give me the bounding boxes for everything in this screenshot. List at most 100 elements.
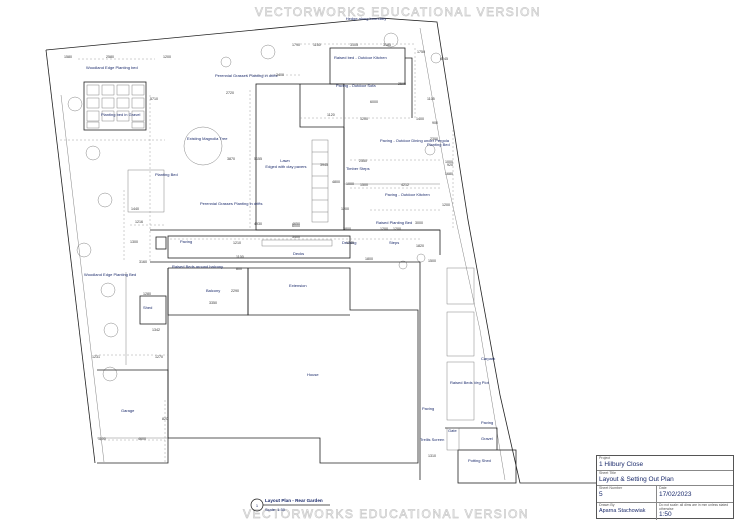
dim-value: 820 (162, 417, 168, 421)
dim-value: 4650 (292, 222, 300, 226)
scale-note: Do not scale: all dims are in mm unless … (659, 503, 729, 511)
label-raised-bed-ne: Raised bed - Outdoor Kitchen (334, 55, 387, 60)
dim-value: 3870 (227, 157, 235, 161)
project-caption: Project (599, 456, 611, 460)
label-paving-right: Paving (422, 406, 434, 411)
label-potting-shed: Potting Shed (468, 458, 491, 463)
dim-value: 1000 (346, 182, 354, 186)
label-house: House (307, 372, 319, 377)
dim-value: 1000 (445, 160, 453, 164)
dim-value: 1500 (360, 183, 368, 187)
dim-value: 3350 (209, 301, 217, 305)
scale-value: 1:50 (659, 511, 672, 518)
dim-value: 1105 (427, 97, 435, 101)
boundary-inner-east (419, 27, 506, 481)
label-perennial-grasses-mid: Perennial Grasses Planting in drifts (200, 201, 262, 206)
dim-value: 6000 (292, 224, 300, 228)
dim-value: 5710 (150, 97, 158, 101)
dim-value: 1800 (365, 257, 373, 261)
dim-value: 1120 (327, 113, 335, 117)
dim-value: 6000 (370, 100, 378, 104)
sheet-title-caption: Sheet Title (599, 471, 616, 475)
title-block-sheet-title-row: Sheet Title Layout & Setting Out Plan (597, 471, 733, 486)
dim-value: 1216 (135, 220, 143, 224)
dim-value: 6245 (440, 57, 448, 61)
label-woodland-edge-mid: Woodland Edge Planting Bed (84, 272, 136, 277)
dim-value: 1750 (417, 50, 425, 54)
dim-value: 4930 (254, 222, 262, 226)
drawn-by: Aparna Stachowiak (599, 508, 646, 514)
dim-value: 1200 (163, 55, 171, 59)
label-shed: Shed (143, 305, 152, 310)
label-perennial-grasses-top: Perennial Grasses Planting in drifts (215, 73, 277, 78)
label-paving: Paving (180, 239, 192, 244)
dim-value: 800 (236, 267, 242, 271)
dim-value: 3800 (343, 227, 351, 231)
dim-value: 2720 (226, 91, 234, 95)
dim-value: 1200 (360, 117, 368, 121)
boundary-west (45, 49, 96, 464)
dim-value: 1200 (380, 227, 388, 231)
drawing-title: 1 Layout Plan - Rear Garden Scale: 1:50 (250, 498, 330, 512)
dim-value: 3400 (276, 73, 284, 77)
label-timber-steps: Timber Steps (346, 166, 370, 171)
label-lawn: Lawn (280, 158, 290, 163)
boundary-inner-west (60, 94, 105, 463)
dim-value: 1790 (292, 43, 300, 47)
label-existing-magnolia: Existing Magnolia Tree (187, 136, 228, 141)
label-raised-beds-around: Raised Beds around balcony (172, 264, 223, 269)
dim-value: 1300 (130, 240, 138, 244)
gravel-bed-grid (83, 81, 147, 131)
project-name: 1 Hilbury Close (599, 461, 644, 468)
dim-value: 4800 (332, 180, 340, 184)
label-planting-bed-nw: Planting bed in Gravel (101, 112, 140, 117)
drawing-number: 1 (256, 503, 259, 508)
veg-plot-bed (446, 361, 475, 421)
date-caption: Date (659, 486, 667, 490)
dim-value: 1820 (416, 244, 424, 248)
garage-outline (97, 369, 169, 464)
sheet-number-caption: Sheet Number (599, 486, 623, 490)
dim-value: 3105 (350, 43, 358, 47)
label-planting-bed-left: Planting Bed (155, 172, 178, 177)
dim-value: 2580 (106, 55, 114, 59)
dim-value: 3400 (292, 235, 300, 239)
drawing-scale: Scale: 1:50 (265, 507, 286, 512)
title-block: Project 1 Hilbury Close Sheet Title Layo… (596, 455, 734, 520)
drawn-by-caption: Drawn By (599, 503, 615, 507)
title-block-author-row: Drawn By Aparna Stachowiak Do not scale:… (597, 503, 733, 520)
watermark-bottom: VECTORWORKS EDUCATIONAL VERSION (243, 507, 529, 521)
dim-value: 5155 (254, 157, 262, 161)
label-carpark: Carpark (481, 356, 495, 361)
label-lawn-sub: Edged with clay pavers (265, 164, 306, 169)
date-value: 17/02/2023 (659, 491, 692, 498)
dim-value: 3000 (415, 221, 423, 225)
dim-value: 1342 (152, 328, 160, 332)
dimension-values: 1580 2580 1200 5710 1790 1150 3105 3185 … (64, 43, 453, 458)
sheet-number: 5 (599, 491, 603, 498)
label-raised-planting-bed: Raised Planting Bed (376, 220, 412, 225)
dim-value: 1440 (131, 207, 139, 211)
trees (67, 32, 442, 382)
label-paving-bottom: Paving (481, 420, 493, 425)
label-raised-beds-veg: Raised Beds Veg Plot (450, 380, 490, 385)
dim-value: 1270 (155, 355, 163, 359)
label-paving-dining: Paving - Outdoor Dining under Pergola (380, 138, 450, 143)
magnolia-tree-icon (183, 126, 223, 166)
dim-value: 1100 (98, 437, 106, 441)
dim-value: 3160 (139, 260, 147, 264)
dimension-lines (60, 43, 454, 463)
label-paving-kitchen: Paving - Outdoor Kitchen (385, 192, 430, 197)
garden-layout (97, 47, 517, 484)
label-extension: Extension (289, 283, 307, 288)
dim-value: 3185 (383, 43, 391, 47)
dim-value: 1100 (236, 255, 244, 259)
dim-value: 2290 (231, 289, 239, 293)
dim-value: 2595 (398, 82, 406, 86)
dim-value: 1580 (64, 55, 72, 59)
sheet-title: Layout & Setting Out Plan (599, 476, 674, 483)
label-hedge: Hedge along boundary (346, 16, 386, 21)
house-outline (167, 267, 419, 464)
title-block-number-date-row: Sheet Number 5 Date 17/02/2023 (597, 486, 733, 503)
